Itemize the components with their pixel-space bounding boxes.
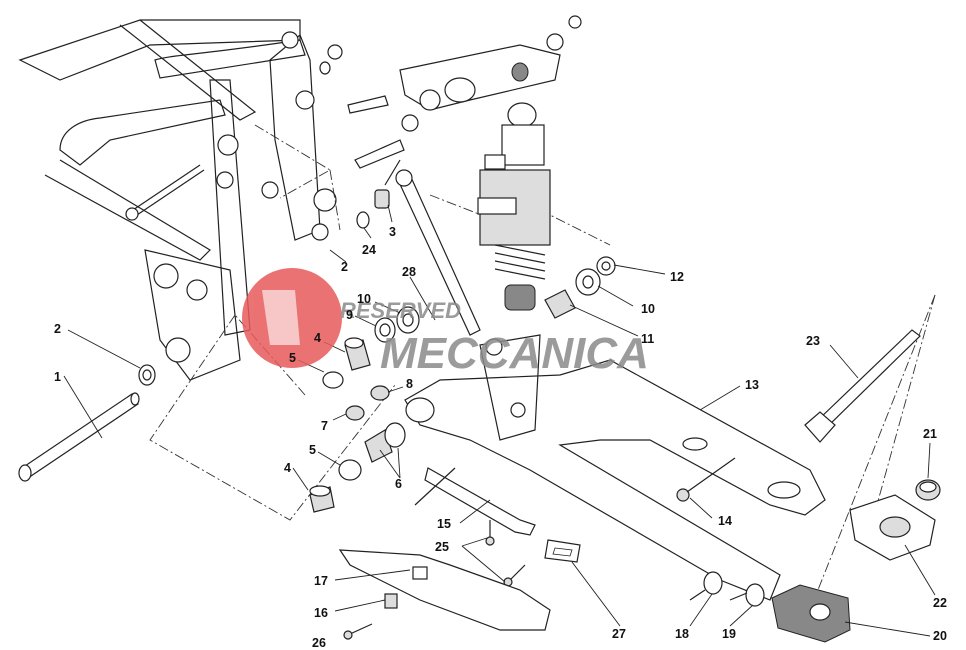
callout-20: 20 [933,629,947,643]
callout-21: 21 [923,427,937,441]
part-12-ring [596,256,616,276]
part-1-pivot-shaft [18,392,140,482]
watermark: RESERVED MECCANICA [242,268,649,378]
callout-9: 9 [346,308,353,322]
part-15-chain-slider [414,467,536,536]
callout-11: 11 [641,332,654,346]
rocker-linkage [319,15,582,169]
callout-3: 3 [389,225,396,239]
part-26-screw [343,623,373,640]
callout-16: 16 [314,606,328,620]
part-25-screws [485,520,526,587]
part-18-adjuster [689,571,723,601]
callout-4: 4 [284,461,291,475]
callout-5: 5 [309,443,316,457]
callout-26: 26 [312,636,326,650]
watermark-line1: RESERVED [340,298,461,323]
part-20-chain-adjuster-block [771,584,851,643]
callout-27: 27 [612,627,626,641]
part-24-washer [356,211,370,229]
callout-6: 6 [395,477,402,491]
part-27-plate [544,539,581,563]
part-11-bushing [544,289,576,319]
part-3-bolt [374,159,401,209]
part-16-clip [384,593,398,609]
callout-22: 22 [933,596,947,610]
part-2-washer [138,364,156,386]
part-10-bearing-right [575,268,601,296]
part-6-bearings [364,422,406,463]
rear-shock-absorber [477,102,551,311]
part-5-ring-upper [322,371,344,389]
callout-2: 2 [341,260,348,274]
callout-numbers: 1 2 2 3 4 4 5 5 6 7 8 9 10 10 11 12 13 1… [54,225,947,650]
callout-5: 5 [289,351,296,365]
callout-8: 8 [406,377,413,391]
callout-18: 18 [675,627,689,641]
callout-13: 13 [745,378,759,392]
leader-lines [63,204,936,637]
part-28-pull-rod [395,169,481,336]
part-5-ring-lower [338,459,362,481]
part-22-adjuster-plate [849,494,936,561]
part-8-needle-bearing [370,385,390,401]
callout-17: 17 [314,574,328,588]
callout-7: 7 [321,419,328,433]
callout-23: 23 [806,334,820,348]
callout-10: 10 [641,302,655,316]
callout-2: 2 [54,322,61,336]
callout-1: 1 [54,370,61,384]
callout-12: 12 [670,270,684,284]
part-23-wheel-axle [804,329,921,443]
part-14-bolt [676,457,736,502]
callout-15: 15 [437,517,451,531]
part-21-nut [915,479,941,501]
part-17-chain-guard [338,549,551,631]
part-10-bearing-left [396,306,420,334]
assembly-dash-lines [149,124,936,611]
part-9-bearing [374,317,396,343]
part-19-nut [729,583,765,607]
part-4-spacer-lower [309,485,335,513]
callout-14: 14 [718,514,732,528]
part-13-swingarm [404,334,826,601]
frame-assembly [18,19,337,381]
watermark-line2: MECCANICA [380,329,649,378]
callout-4: 4 [314,331,321,345]
part-7-needle-bearing [345,405,365,421]
callout-10: 10 [357,292,371,306]
callout-19: 19 [722,627,736,641]
callout-25: 25 [435,540,449,554]
callout-28: 28 [402,265,416,279]
callout-24: 24 [362,243,376,257]
part-4-spacer-upper [344,337,371,371]
